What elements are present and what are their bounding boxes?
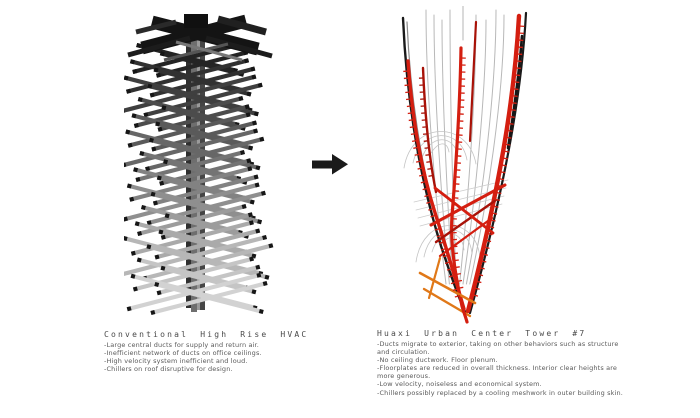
right-caption-bullets: -Ducts migrate to exterior, taking on ot… [377, 340, 627, 397]
bullet-line: -Chillers on roof disruptive for design. [104, 365, 233, 374]
bullet-line: -Inefficient network of ducts on office … [104, 349, 262, 358]
conventional-hvac-tower-illustration [124, 14, 274, 316]
bullet-line: -Chillers possibly replaced by a cooling… [377, 388, 624, 397]
left-caption: Conventional High Rise HVAC -Large centr… [104, 330, 316, 373]
bullet-line: -Large central ducts for supply and retu… [104, 341, 259, 349]
bullet-line: -High velocity system inefficient and lo… [104, 357, 248, 366]
huaxi-tower-illustration [401, 6, 528, 324]
right-caption-title: Huaxi Urban Center Tower #7 [377, 329, 587, 338]
bullet-line: -Low velocity, noiseless and economical … [377, 380, 542, 389]
transformation-arrow-icon [311, 152, 351, 176]
bullet-line: -Floorplates are reduced in overall thic… [377, 364, 618, 381]
bullet-line: -Ducts migrate to exterior, taking on ot… [377, 340, 619, 357]
left-caption-bullets: -Large central ducts for supply and retu… [104, 341, 316, 373]
huaxi-tower-figure [396, 6, 538, 328]
conventional-hvac-figure [124, 8, 280, 328]
left-caption-title: Conventional High Rise HVAC [104, 330, 309, 339]
bullet-line: -No ceiling ductwork. Floor plenum. [377, 356, 498, 365]
right-caption: Huaxi Urban Center Tower #7 -Ducts migra… [377, 329, 627, 397]
